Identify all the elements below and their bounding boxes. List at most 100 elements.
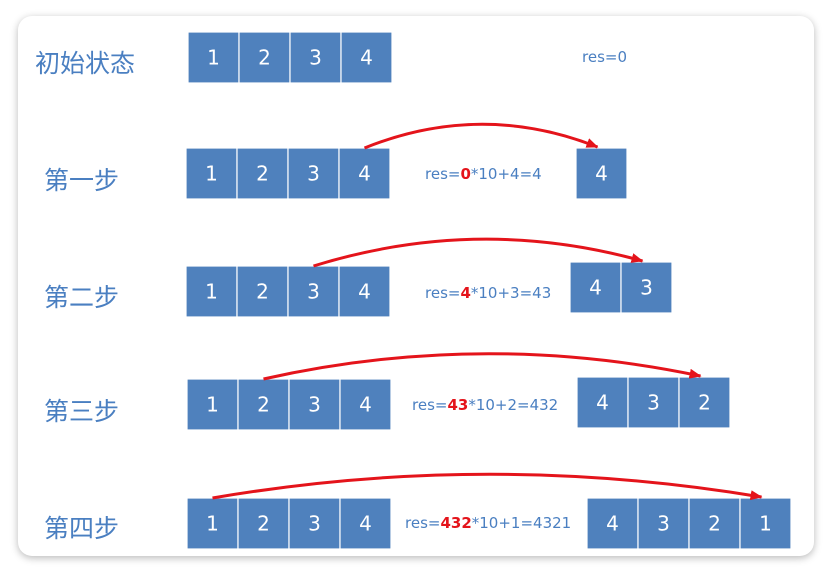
cell-box [586, 497, 639, 550]
cell-box [739, 497, 792, 550]
source-cell-0: 1 [186, 497, 239, 550]
source-cell-0: 1 [185, 265, 238, 318]
step-label: 第一步 [44, 166, 119, 195]
cell-box [185, 265, 238, 318]
source-cell-1: 2 [238, 31, 291, 84]
cell-digit: 3 [309, 46, 322, 70]
step-label: 第三步 [44, 397, 119, 426]
move-arrow [263, 352, 702, 381]
cell-digit: 4 [596, 391, 609, 415]
source-cell-2: 3 [288, 378, 341, 431]
formula-text: res=0*10+4=4 [425, 165, 542, 183]
cell-digit: 1 [206, 393, 219, 417]
formula-post: *10+1=4321 [472, 514, 571, 532]
source-cell-1: 2 [237, 497, 290, 550]
cell-box [287, 265, 340, 318]
cell-box [627, 376, 680, 429]
cell-box [620, 261, 673, 314]
cell-digit: 3 [657, 512, 670, 536]
result-cell-1: 3 [627, 376, 680, 429]
cell-box [576, 376, 629, 429]
cell-digit: 1 [205, 280, 218, 304]
source-cell-0: 1 [187, 31, 240, 84]
cell-box [569, 261, 622, 314]
cell-digit: 2 [256, 162, 269, 186]
cell-digit: 2 [256, 280, 269, 304]
formula-hl: 432 [440, 514, 471, 532]
formula-text: res=0 [582, 48, 627, 66]
cell-digit: 4 [359, 512, 372, 536]
move-arrow [212, 472, 763, 501]
cell-box [338, 147, 391, 200]
result-cell-3: 1 [739, 497, 792, 550]
formula-pre: res= [425, 165, 460, 183]
source-cell-1: 2 [237, 378, 290, 431]
cell-box [288, 497, 341, 550]
cell-box [575, 147, 628, 200]
cell-digit: 3 [307, 162, 320, 186]
cell-digit: 3 [647, 391, 660, 415]
source-cell-3: 4 [338, 265, 391, 318]
cell-digit: 1 [207, 46, 220, 70]
formula-text: res=432*10+1=4321 [405, 514, 571, 532]
cell-digit: 4 [359, 393, 372, 417]
cell-digit: 2 [257, 393, 270, 417]
formula-hl: 4 [460, 284, 470, 302]
result-cell-0: 4 [586, 497, 639, 550]
cell-box [637, 497, 690, 550]
diagram-card [18, 16, 814, 556]
source-array: 1 2 3 4 [186, 378, 392, 431]
formula-pre: res= [405, 514, 440, 532]
step-label: 第四步 [44, 514, 119, 543]
formula-post: *10+3=43 [471, 284, 551, 302]
cell-box [289, 31, 342, 84]
cell-digit: 3 [308, 512, 321, 536]
move-arrow [313, 237, 644, 268]
result-array: 4 3 2 [576, 376, 731, 429]
cell-digit: 2 [258, 46, 271, 70]
source-cell-3: 4 [339, 378, 392, 431]
step-label: 初始状态 [35, 49, 135, 78]
cell-digit: 3 [640, 276, 653, 300]
formula-pre: res=0 [582, 48, 627, 66]
cell-digit: 4 [595, 162, 608, 186]
cell-box [236, 265, 289, 318]
result-cell-0: 4 [576, 376, 629, 429]
cell-digit: 3 [308, 393, 321, 417]
cell-digit: 2 [698, 391, 711, 415]
cell-box [339, 378, 392, 431]
cell-box [338, 265, 391, 318]
result-cell-2: 2 [678, 376, 731, 429]
result-cell-0: 4 [569, 261, 622, 314]
result-cell-0: 4 [575, 147, 628, 200]
cell-box [185, 147, 238, 200]
formula-hl: 43 [447, 396, 468, 414]
cell-digit: 1 [206, 512, 219, 536]
formula-text: res=4*10+3=43 [425, 284, 551, 302]
source-cell-1: 2 [236, 265, 289, 318]
result-cell-1: 3 [620, 261, 673, 314]
cell-box [340, 31, 393, 84]
source-cell-2: 3 [289, 31, 342, 84]
cell-digit: 2 [708, 512, 721, 536]
cell-box [238, 31, 291, 84]
source-cell-2: 3 [288, 497, 341, 550]
source-cell-1: 2 [236, 147, 289, 200]
source-cell-0: 1 [186, 378, 239, 431]
cell-digit: 1 [205, 162, 218, 186]
formula-post: *10+2=432 [468, 396, 558, 414]
source-cell-3: 4 [338, 147, 391, 200]
cell-box [237, 497, 290, 550]
formula-hl: 0 [460, 165, 470, 183]
cell-box [678, 376, 731, 429]
source-cell-3: 4 [340, 31, 393, 84]
